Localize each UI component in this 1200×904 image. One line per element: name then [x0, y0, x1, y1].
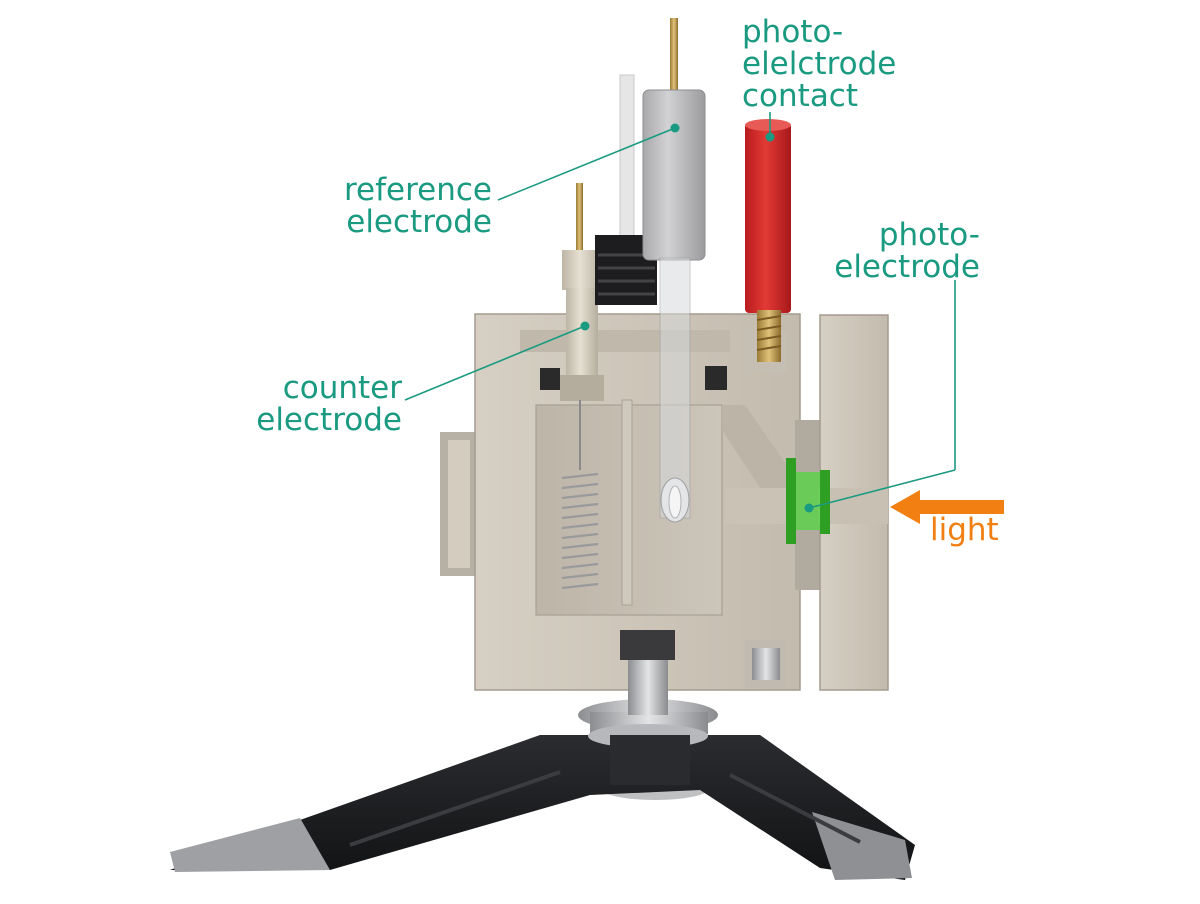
photoelectrode-contact-assembly [745, 119, 791, 362]
photoelectrode-contact-label-line2: elelctrode [742, 46, 897, 82]
photoelectrode-label: photo- electrode [820, 219, 980, 283]
photoelectrode-label-line2: electrode [834, 249, 980, 285]
reference-electrode-assembly [595, 18, 706, 523]
tripod-stand [170, 699, 915, 880]
leader-dots [580, 123, 814, 513]
counter-electrode-label: counter electrode [240, 372, 402, 436]
reference-electrode-label: reference electrode [330, 174, 492, 238]
reference-electrode-label-line2: electrode [346, 204, 492, 240]
photoelectrode-contact-label-line3: contact [742, 78, 859, 114]
leader-lines [404, 112, 956, 509]
light-label: light [930, 512, 999, 548]
reference-electrode-label-line1: reference [343, 172, 492, 208]
light-arrow [890, 490, 1004, 524]
counter-electrode-label-line2: electrode [256, 402, 402, 438]
photoelectrode-label-line1: photo- [878, 217, 980, 253]
photoelectrode-contact-label-line1: photo- [742, 14, 844, 50]
counter-electrode-assembly [560, 183, 633, 606]
counter-electrode-label-line1: counter [282, 370, 402, 406]
left-side-clamp [440, 432, 478, 576]
window-plate [786, 314, 889, 691]
photoelectrode-contact-label: photo- elelctrode contact [742, 16, 896, 112]
